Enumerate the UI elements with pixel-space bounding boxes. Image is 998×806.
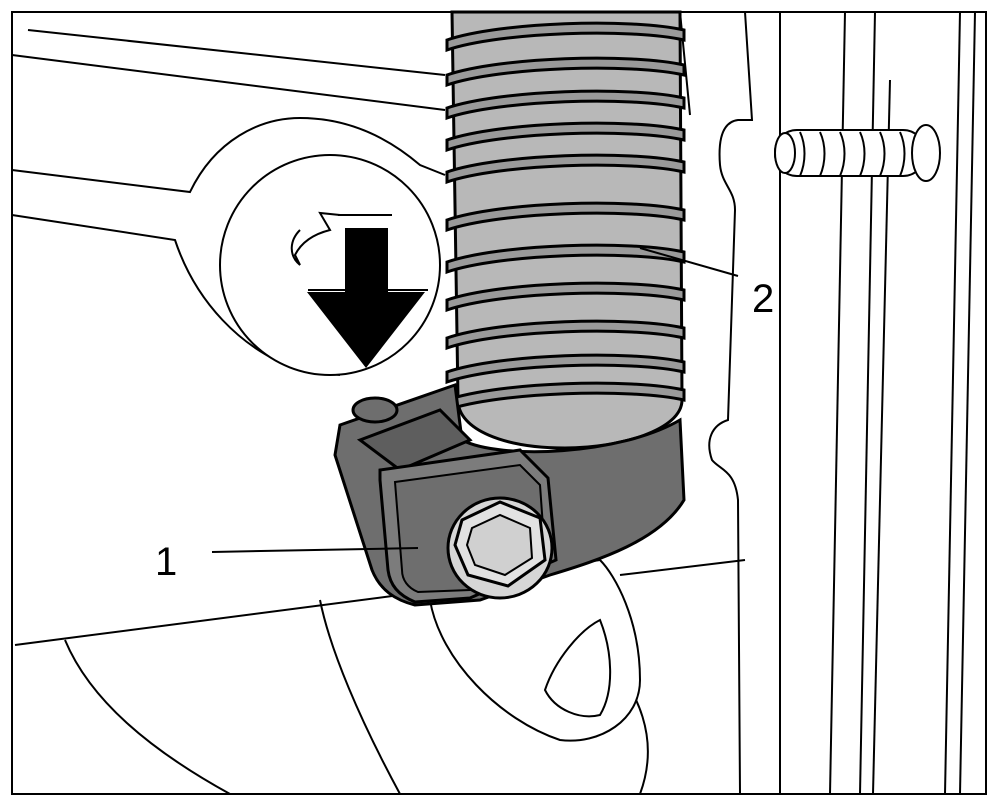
callout-2-label: 2 xyxy=(752,277,774,321)
hose-ridge xyxy=(445,381,686,413)
hose-ridge xyxy=(445,319,686,351)
hose-ridge xyxy=(445,56,686,88)
corrugated-hose xyxy=(445,10,686,450)
hex-bolt xyxy=(446,496,554,600)
hose-ridge xyxy=(445,89,686,121)
ribbed-pin xyxy=(774,124,941,182)
callout-1-label: 1 xyxy=(155,540,177,584)
down-arrow-icon xyxy=(307,228,425,368)
callout-1-leader xyxy=(211,547,419,553)
hose-ridge xyxy=(445,21,686,53)
hose-ridge xyxy=(445,243,686,275)
hose-ridge xyxy=(445,153,686,185)
hose-ridge xyxy=(445,353,686,385)
duct-fold xyxy=(543,618,612,718)
hose-ridge xyxy=(445,121,686,153)
inset-circle xyxy=(219,154,441,376)
hose-ridge xyxy=(445,201,686,233)
callout-2-leader xyxy=(639,247,739,277)
hose-ridge xyxy=(445,281,686,313)
